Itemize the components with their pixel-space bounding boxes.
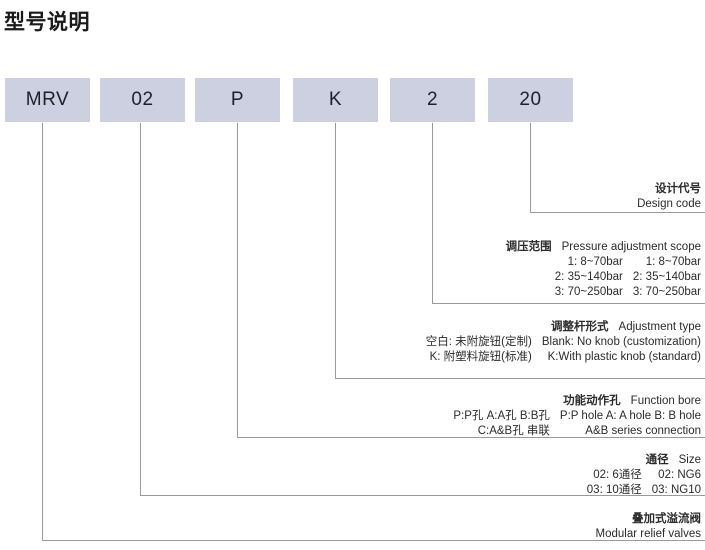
adjustment-type-row-0-en: Blank: No knob (customization) [541,336,701,348]
size-row-1-cn: 03: 10通径 [586,484,642,496]
code-box-adjustment-type: K [293,78,378,122]
adjustment-type-row-1-cn: K: 附塑料旋钮(标准) [429,351,532,363]
pressure-scope-row-2-en: 3: 70~250bar [632,286,701,298]
pressure-scope-row-1-cn: 2: 35~140bar [554,271,623,283]
annotation-size: 通径 Size 02: 6通径 02: NG6 03: 10通径 03: NG1… [587,453,701,498]
pressure-scope-row-0-cn: 1: 8~70bar [567,256,623,268]
pressure-scope-en: Pressure adjustment scope [561,241,701,253]
function-bore-en: Function bore [630,395,701,407]
adjustment-type-cn: 调整杆形式 [551,321,609,333]
code-box-mrv: MRV [5,78,90,122]
pressure-scope-row-0-en: 1: 8~70bar [645,256,701,268]
function-bore-cn: 功能动作孔 [563,395,621,407]
annotation-design-code: 设计代号 Design code [637,182,701,212]
pressure-scope-row-2-cn: 3: 70~250bar [554,286,623,298]
design-code-en: Design code [637,198,701,210]
adjustment-type-en: Adjustment type [618,321,701,333]
function-bore-row-0-cn: P:P孔 A:A孔 B:B孔 [453,410,550,422]
annotation-pressure-scope: 调压范围 Pressure adjustment scope 1: 8~70ba… [506,240,701,300]
product-cn: 叠加式溢流阀 [632,513,701,525]
size-en: Size [678,454,701,466]
function-bore-row-1-cn: C:A&B孔 串联 [477,425,550,437]
size-row-0-en: 02: NG6 [658,469,701,481]
annotation-adjustment-type: 调整杆形式 Adjustment type 空白: 未附旋钮(定制) Blank… [426,320,701,365]
code-box-design-code: 20 [488,78,573,122]
size-row-1-en: 03: NG10 [651,484,701,496]
code-box-function-bore: P [195,78,280,122]
page-title: 型号说明 [4,11,90,34]
function-bore-row-1-en: A&B series connection [585,425,701,437]
product-en: Modular relief valves [595,528,701,540]
code-box-pressure-scope: 2 [390,78,475,122]
adjustment-type-row-0-cn: 空白: 未附旋钮(定制) [425,336,532,348]
annotation-product: 叠加式溢流阀 Modular relief valves [596,512,701,542]
pressure-scope-cn: 调压范围 [505,241,552,253]
size-row-0-cn: 02: 6通径 [593,469,642,481]
annotation-function-bore: 功能动作孔 Function bore P:P孔 A:A孔 B:B孔 P:P h… [453,394,701,439]
code-box-row: MRV 02 P K 2 20 [0,78,705,122]
size-cn: 通径 [645,454,669,466]
pressure-scope-row-1-en: 2: 35~140bar [632,271,701,283]
function-bore-row-0-en: P:P hole A: A hole B: B hole [559,410,701,422]
design-code-cn: 设计代号 [655,183,701,195]
adjustment-type-row-1-en: K:With plastic knob (standard) [547,351,701,363]
leader-size [139,123,705,497]
code-box-size: 02 [100,78,185,122]
